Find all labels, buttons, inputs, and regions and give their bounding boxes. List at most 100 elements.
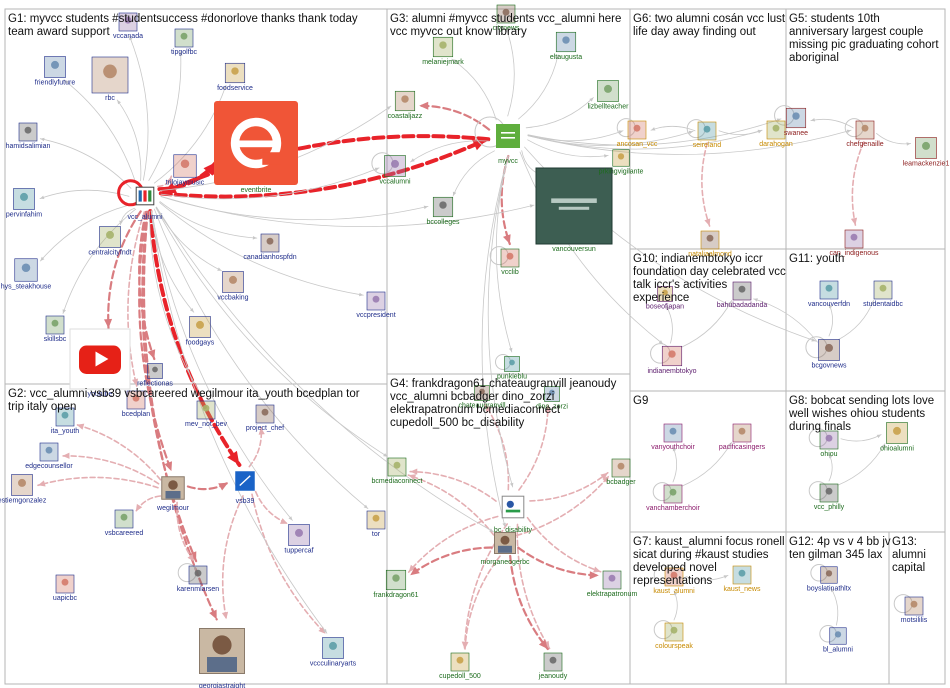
node-jeanoudy[interactable]: jeanoudy — [538, 652, 568, 680]
node-swanee[interactable]: swanee — [784, 107, 808, 137]
node-bcgovnews[interactable]: bcgovnews — [811, 339, 847, 370]
node-foodservice[interactable]: foodservice — [217, 62, 253, 92]
edge-bc_disability-dino_zorzi — [518, 404, 549, 491]
node-vancouversun[interactable]: vancouversun — [535, 167, 613, 253]
node-hys-steakhouse[interactable]: hys_steakhouse — [1, 258, 52, 291]
node-vccpresident[interactable]: vccpresident — [356, 291, 396, 319]
node-kaust-news[interactable]: kaust_news — [724, 565, 761, 593]
node-canadianhospfdn[interactable]: canadianhospfdn — [243, 233, 297, 261]
node-cupedoll-500[interactable]: cupedoll_500 — [439, 652, 481, 680]
node-label: swanee — [784, 130, 808, 137]
node-vccbaking[interactable]: vccbaking — [217, 271, 249, 302]
node-label: frankdragon61 — [373, 592, 418, 599]
node-vccanada[interactable]: vccanada — [113, 12, 143, 40]
node-motsililis[interactable]: motsililis — [901, 596, 928, 624]
node-myvcc[interactable]: myvcc — [496, 124, 520, 165]
edge-arrowhead — [544, 405, 552, 413]
node-darahogan[interactable]: darahogan — [759, 120, 793, 148]
node-reflectionas[interactable]: reflectionas — [137, 363, 173, 388]
node-indianembtokyo[interactable]: indianembtokyo — [647, 345, 697, 375]
node-ancosan-vcc[interactable]: ancosan_vcc — [617, 120, 658, 148]
node-dino-zorzi[interactable]: dino_zorzi — [536, 386, 568, 411]
node-colourspeak[interactable]: colourspeak — [655, 622, 693, 650]
nodes: vcc_alumni myvcc eventbrite youtube vancouve… — [0, 4, 950, 688]
edge-arrowhead — [410, 468, 418, 475]
node-frankdragon61[interactable]: frankdragon61 — [373, 569, 419, 599]
node-hamidsalimian[interactable]: hamidsalimian — [6, 122, 51, 150]
node-tipgolfbc[interactable]: tipgolfbc — [171, 28, 198, 56]
node-ita-youth[interactable]: ita_youth — [51, 407, 80, 435]
node-bcmediaconnect[interactable]: bcmediaconnect — [372, 457, 423, 485]
node-coastaljazz[interactable]: coastaljazz — [388, 90, 423, 120]
edge-arrowhead — [209, 609, 217, 620]
node-citylibrary[interactable]: citynews — [493, 4, 520, 32]
node-boseofjapan[interactable]: boseofjapan — [646, 286, 684, 311]
node-eventbrite[interactable]: eventbrite — [214, 101, 298, 194]
node-bccolleges[interactable]: bccolleges — [426, 196, 460, 226]
node-friendlyfuture[interactable]: friendlyfuture — [35, 56, 76, 87]
node-prkingvigilante[interactable]: prkingvigilante — [599, 149, 644, 176]
node-leamackenzie1[interactable]: leamackenzie1 — [903, 137, 950, 168]
edge-arrowhead — [658, 340, 663, 344]
node-vccculinaryarts[interactable]: vccculinaryarts — [310, 637, 357, 668]
node-boyslatinathltx[interactable]: boyslatinathltx — [807, 566, 852, 593]
node-ohioalumni[interactable]: ohioalumni — [880, 422, 914, 453]
node-morganeogerbc[interactable]: morganeogerbc — [480, 532, 530, 567]
edge-morganeogerbc-bcmediaconnect — [407, 474, 495, 536]
node-vsbcareered[interactable]: vsbcareered — [105, 509, 144, 537]
edge-bcgovnews-bahubadadanda — [753, 298, 818, 343]
node-eltaugusta[interactable]: eltaugusta — [550, 31, 582, 61]
node-lizbellteacher[interactable]: lizbellteacher — [588, 80, 630, 111]
node-can-indigenous[interactable]: can_indigenous — [829, 229, 879, 257]
node-punkiebu[interactable]: punkieblu — [497, 356, 527, 381]
node-mev-not-bev[interactable]: mev_not_bev — [185, 400, 228, 428]
node-georgiastraight[interactable]: georgiastraight — [199, 628, 245, 688]
node-bc-disability[interactable]: bc_disability — [494, 495, 533, 534]
node-vcc-alumni[interactable]: vcc_alumni — [127, 186, 163, 221]
node-vancouverfdn[interactable]: vancouverfdn — [808, 280, 850, 308]
node-youtube[interactable]: youtube — [69, 328, 131, 398]
node-pacificasingers[interactable]: pacificasingers — [719, 423, 766, 451]
node-seireland[interactable]: seireland — [693, 121, 722, 149]
node-bcedplan[interactable]: bcedplan — [122, 390, 151, 418]
node-label: dino_zorzi — [536, 404, 568, 411]
node-nataliaalmond[interactable]: nataliaalmond — [688, 230, 732, 258]
node-estiemgonzalez[interactable]: estiemgonzalez — [0, 474, 47, 505]
edge-arrowhead — [40, 256, 45, 261]
node-skillsbc[interactable]: skillsbc — [44, 315, 67, 343]
node-foodgays[interactable]: foodgays — [186, 316, 215, 347]
edge-arrowhead — [906, 142, 911, 146]
edge-vcc_alumni-bcmediaconnect — [155, 207, 388, 458]
node-elektrapatronum[interactable]: elektrapatronum — [587, 570, 638, 598]
node-vccalumni[interactable]: vccalumni — [379, 155, 411, 186]
node-melaniejmark[interactable]: melaniejmark — [422, 36, 464, 66]
node-bahubadadanda[interactable]: bahubadadanda — [717, 281, 768, 309]
node-pervinfahim[interactable]: pervinfahim — [6, 188, 42, 219]
node-bl-alumni[interactable]: bl_alumni — [823, 627, 853, 654]
node-vsb39[interactable]: vsb39 — [235, 471, 255, 505]
node-vcc-philly[interactable]: vcc_philly — [814, 483, 845, 511]
node-uapicbc[interactable]: uapicbc — [53, 574, 78, 602]
node-project-chef[interactable]: project_chef — [246, 404, 284, 432]
node-wegilmour[interactable]: wegilmour — [156, 476, 190, 512]
edge-arrowhead — [62, 452, 70, 459]
node-chefgenaille[interactable]: chefgenaille — [846, 120, 884, 148]
node-centralcityfndt[interactable]: centralcityfndt — [88, 226, 132, 257]
node-kaust-alumni[interactable]: kaust_alumni — [653, 567, 695, 595]
node-chateaugranvill[interactable]: chateaugranvill — [458, 385, 506, 410]
node-vanchamberchoir[interactable]: vanchamberchoir — [646, 484, 701, 512]
node-vcclib[interactable]: vcclib — [500, 248, 520, 276]
edge-vcc_alumni-vccanada — [129, 35, 149, 181]
node-tuppercaf[interactable]: tuppercaf — [284, 524, 314, 555]
node-karenmlarsen[interactable]: karenmlarsen — [177, 565, 220, 593]
edge-vcc_alumni-friendlyfuture — [63, 79, 137, 184]
node-vanyouthchoir[interactable]: vanyouthchoir — [651, 423, 695, 451]
node-ohiou[interactable]: ohiou — [819, 430, 839, 458]
node-studentaidbc[interactable]: studentaidbc — [863, 280, 903, 308]
node-rbc[interactable]: rbc — [91, 56, 129, 102]
node-tor[interactable]: tor — [366, 510, 386, 538]
node-trilojaymusic[interactable]: trilojaymusic — [166, 154, 205, 187]
node-bcbadger[interactable]: bcbadger — [606, 458, 636, 486]
node-edgecounsellor[interactable]: edgecounsellor — [25, 442, 73, 470]
